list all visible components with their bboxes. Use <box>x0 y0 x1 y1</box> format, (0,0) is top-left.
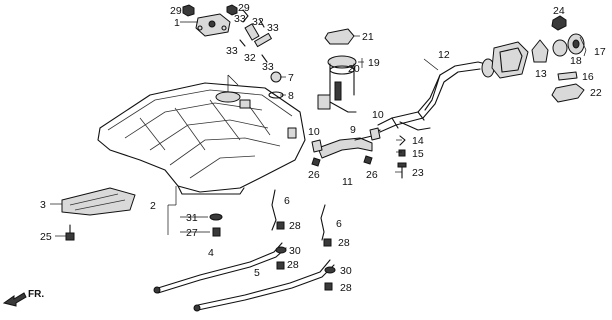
nut-28-right-upper <box>323 238 332 247</box>
clip-26-left <box>311 157 321 167</box>
washer-30-right <box>324 266 336 274</box>
filler-cap-18 <box>552 39 568 57</box>
hose-clamp-33 <box>239 9 268 63</box>
callout-13: 13 <box>535 68 547 80</box>
callout-28-right: 28 <box>338 237 350 249</box>
bolt-27 <box>212 227 221 237</box>
hose-clamp-10-right <box>369 127 381 141</box>
filler-neck-12 <box>377 58 495 133</box>
callout-28-upper: 28 <box>289 220 301 232</box>
callout-25: 25 <box>40 231 52 243</box>
callout-30-left: 30 <box>289 245 301 257</box>
callout-29-left: 29 <box>170 5 182 17</box>
callout-33-d: 33 <box>262 61 274 73</box>
filler-cap-17 <box>567 33 585 55</box>
tank-strap-5 <box>193 259 335 312</box>
strap-rod-6-left <box>271 189 277 231</box>
clip-15 <box>398 149 406 157</box>
vent-hose-32-upper <box>244 23 260 41</box>
nut-28-right-lower <box>324 282 333 291</box>
filler-base-box <box>491 41 529 79</box>
callout-labels: 1 29 29 33 32 33 33 32 33 7 8 21 19 20 1… <box>40 2 606 294</box>
clip-26-right <box>363 155 373 165</box>
strip-16 <box>557 71 578 81</box>
callout-27: 27 <box>186 227 198 239</box>
callout-33-b: 33 <box>267 22 279 34</box>
washer-31 <box>209 213 223 221</box>
callout-11: 11 <box>342 176 353 188</box>
callout-14: 14 <box>412 135 424 147</box>
nut-29-right <box>226 4 238 16</box>
callout-24: 24 <box>553 5 565 17</box>
callout-12: 12 <box>438 49 450 61</box>
bracket-22 <box>551 83 585 103</box>
hose-clamp-10-left <box>311 139 323 153</box>
bolt-25 <box>65 224 75 241</box>
callout-17: 17 <box>594 46 606 58</box>
callout-18: 18 <box>570 55 582 67</box>
callout-32-a: 32 <box>252 16 264 28</box>
callout-28-bottom: 28 <box>340 282 352 294</box>
callout-20: 20 <box>348 63 360 75</box>
filler-hose-11 <box>317 137 373 159</box>
tank-strap-4 <box>153 242 287 294</box>
nut-29-left <box>182 4 195 17</box>
leader-lines <box>50 21 587 237</box>
callout-10-right: 10 <box>372 109 384 121</box>
callout-6-left: 6 <box>284 195 290 207</box>
nut-28-upper <box>276 221 285 230</box>
fuel-cut-valve-assembly <box>195 13 231 37</box>
callout-21: 21 <box>362 31 374 43</box>
callout-26-left: 26 <box>308 169 320 181</box>
bolt-23 <box>397 162 407 179</box>
callout-29-right: 29 <box>238 2 250 14</box>
callout-32-b: 32 <box>244 52 256 64</box>
nut-28-middle <box>276 261 285 270</box>
filler-pocket-13 <box>531 39 549 63</box>
gasket-20 <box>329 65 355 75</box>
callout-8: 8 <box>288 90 294 102</box>
callout-15: 15 <box>412 148 424 160</box>
callout-28-middle: 28 <box>287 259 299 271</box>
fuel-tank <box>97 82 306 195</box>
heat-shield-3 <box>61 187 136 216</box>
front-direction-label: FR. <box>28 289 44 300</box>
callout-33-a: 33 <box>234 13 246 25</box>
callout-33-c: 33 <box>226 45 238 57</box>
callout-19: 19 <box>368 57 380 69</box>
callout-1: 1 <box>174 17 180 29</box>
callout-30-right: 30 <box>340 265 352 277</box>
strap-rod-6-right <box>320 204 326 241</box>
callout-9: 9 <box>350 124 356 136</box>
clip-14 <box>399 135 406 146</box>
callout-3: 3 <box>40 199 46 211</box>
callout-22: 22 <box>590 87 602 99</box>
fuel-pump-cap-21 <box>324 28 355 45</box>
washer-30-left <box>275 246 287 254</box>
callout-2: 2 <box>150 200 156 212</box>
callout-31: 31 <box>186 212 198 224</box>
callout-10-left: 10 <box>308 126 320 138</box>
fuel-pump-sender-19 <box>317 55 357 113</box>
callout-7: 7 <box>288 72 294 84</box>
callout-4: 4 <box>208 247 214 259</box>
callout-6-right: 6 <box>336 218 342 230</box>
callout-16: 16 <box>582 71 594 83</box>
callout-5: 5 <box>254 267 260 279</box>
cap-24 <box>551 15 567 31</box>
vent-hose-32-lower <box>254 32 272 48</box>
grommet-7 <box>270 71 282 83</box>
callout-26-right: 26 <box>366 169 378 181</box>
callout-23: 23 <box>412 167 424 179</box>
front-direction-arrow: FR. <box>2 289 44 307</box>
